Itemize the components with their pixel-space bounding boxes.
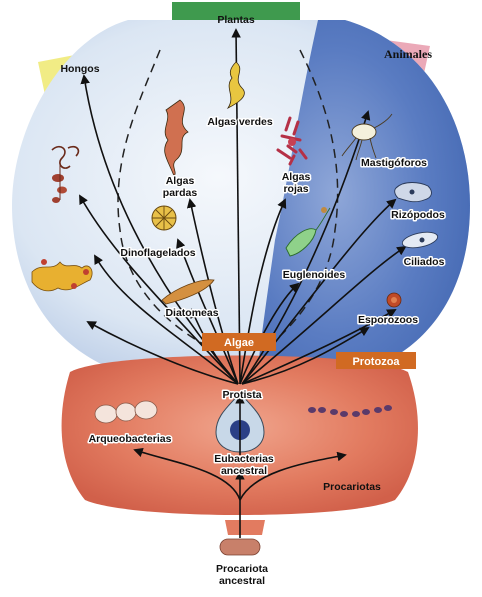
- dashed-divider-right: [269, 49, 339, 346]
- animales-label: Animales: [384, 47, 432, 61]
- arqueobacterias-label: Arqueobacterias: [89, 433, 172, 445]
- algas-pardas-icon: [164, 99, 189, 177]
- procariotas-label: Procariotas: [323, 481, 381, 493]
- euglenoide-icon: [285, 207, 331, 257]
- dashed-divider-left: [117, 49, 206, 346]
- protista-label: Protista: [222, 389, 261, 401]
- procariota-chain-icon: [308, 405, 392, 417]
- mastigoforos-label: Mastigóforos: [361, 157, 427, 169]
- mastigoforo-icon: [341, 113, 393, 161]
- esporozoos-label: Esporozoos: [358, 314, 418, 326]
- hongos-icon-2: [31, 259, 93, 292]
- procariota-ancestral-icon: [219, 538, 261, 556]
- hongos-icon-1: [51, 145, 80, 203]
- dinoflagelado-icon: [151, 205, 177, 231]
- rizopodos-label: Rizópodos: [391, 209, 445, 221]
- protozoa-box: Protozoa: [336, 352, 416, 369]
- ciliado-icon: [401, 231, 439, 249]
- algae-box: Algae: [202, 333, 276, 351]
- algas-verdes-icon: [226, 61, 245, 110]
- ciliados-label: Ciliados: [404, 256, 445, 268]
- hongos-label: Hongos: [60, 63, 99, 75]
- plantas-label: Plantas: [217, 14, 255, 26]
- algas-rojas-icon: [276, 116, 308, 166]
- protozoa-region: [258, 20, 470, 368]
- algae-box-label: Algae: [224, 337, 254, 349]
- protozoa-box-label: Protozoa: [352, 356, 400, 368]
- diatomeas-label: Diatomeas: [165, 307, 218, 319]
- diatomea-icon: [161, 279, 215, 305]
- arqueobacterias-icon: [94, 400, 158, 424]
- euglenoides-label: Euglenoides: [283, 269, 346, 281]
- algas-verdes-label: Algas verdes: [207, 116, 273, 128]
- rizopodo-icon: [394, 182, 432, 203]
- esporozoo-icon: [386, 292, 402, 308]
- dinoflagelados-label: Dinoflagelados: [120, 247, 195, 259]
